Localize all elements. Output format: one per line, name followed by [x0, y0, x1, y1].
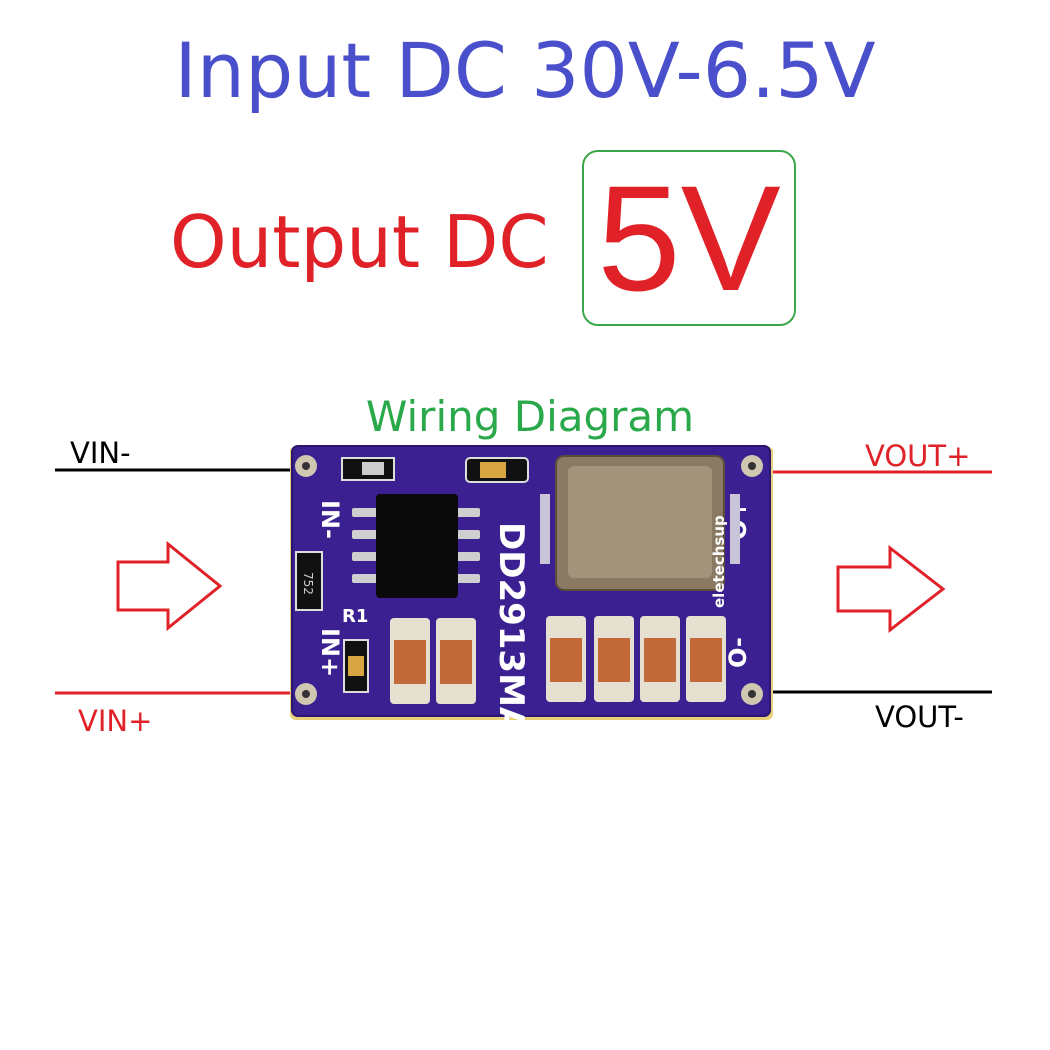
capacitor-1	[390, 618, 430, 704]
wiring-diagram-title: Wiring Diagram	[365, 392, 695, 441]
capacitor-2	[436, 618, 476, 704]
pin-label-in-plus: IN+	[316, 628, 344, 677]
pad-in-plus	[295, 683, 317, 705]
input-voltage-heading: Input DC 30V-6.5V	[174, 26, 876, 115]
resistor-ref-label: R1	[342, 606, 368, 627]
pin-label-out-minus: O-	[724, 637, 752, 668]
resistor-r1	[295, 551, 323, 611]
pin-label-in-minus: IN-	[316, 500, 344, 539]
capacitor-3	[546, 616, 586, 702]
pad-out-plus	[741, 455, 763, 477]
pad-in-minus	[295, 455, 317, 477]
input-arrow-icon	[116, 540, 223, 632]
pad-out-minus	[741, 683, 763, 705]
vin-minus-label: VIN-	[70, 436, 131, 470]
output-voltage-box: 5V	[582, 150, 796, 326]
vout-plus-label: VOUT+	[865, 439, 971, 473]
pcb-board: IN- IN+ O+ O- 752 R1	[290, 445, 773, 734]
output-arrow-icon	[836, 544, 946, 634]
resistor-code-label: 752	[301, 572, 315, 595]
ic-chip	[352, 494, 480, 598]
vin-plus-label: VIN+	[78, 704, 153, 738]
output-label-heading: Output DC	[170, 200, 549, 284]
board-brand-label: eletechsup	[710, 515, 728, 608]
capacitor-4	[594, 616, 634, 702]
board-model-label: DD2913MA	[491, 522, 531, 734]
capacitor-6	[686, 616, 726, 702]
inductor	[540, 455, 740, 596]
capacitor-5	[640, 616, 680, 702]
vout-minus-label: VOUT-	[875, 700, 964, 734]
